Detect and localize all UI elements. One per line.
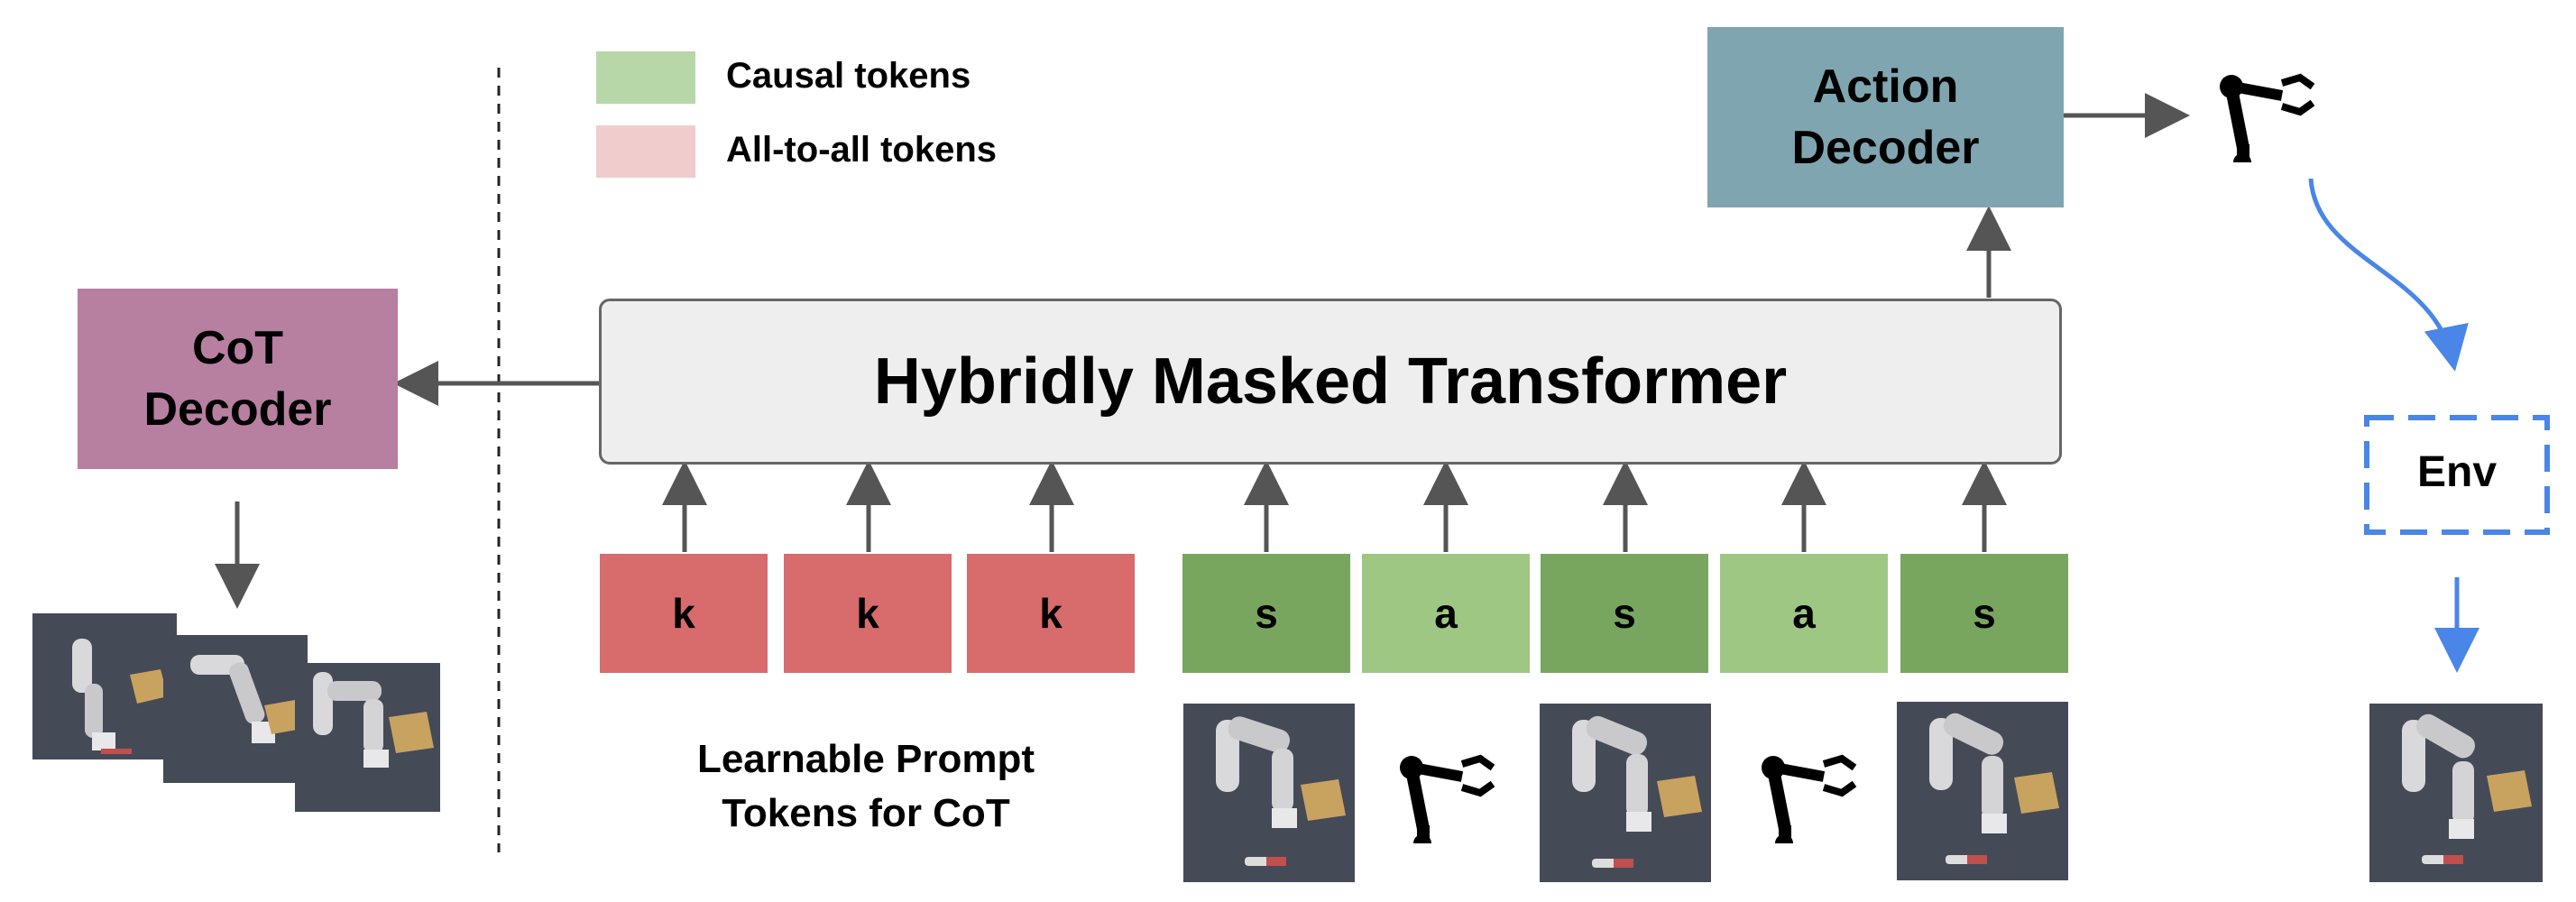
robot-scene-image (313, 672, 434, 768)
cot-decoder-line1: CoT (191, 322, 284, 374)
state-image-2 (1540, 704, 1711, 882)
state-token-3: s (1900, 554, 2068, 673)
env-observation-image (2369, 704, 2543, 882)
robot-scene-image (1216, 716, 1346, 866)
cot-image-3 (295, 663, 440, 812)
legend-causal-label: Causal tokens (726, 56, 971, 96)
prompt-token-3: k (967, 554, 1135, 673)
hybrid-transformer-box: Hybridly Masked Transformer (599, 299, 2062, 465)
robot-scene-image (2402, 713, 2532, 864)
action-decoder-line2: Decoder (1791, 122, 1980, 174)
state-token-2: s (1541, 554, 1708, 673)
action-decoder-box: Action Decoder (1707, 27, 2064, 207)
robot-scene-image (190, 655, 302, 743)
cot-decoder-line2: Decoder (143, 383, 332, 436)
caption-line2: Tokens for CoT (722, 791, 1010, 835)
transformer-label: Hybridly Masked Transformer (873, 345, 1788, 418)
state-token-1: s (1182, 554, 1350, 673)
robot-arm-icon (1755, 746, 1863, 851)
robot-arm-icon (1394, 746, 1502, 851)
robot-scene-image (1929, 713, 2059, 864)
action-token-2: a (1720, 554, 1888, 673)
robot-arm-icon (2213, 65, 2322, 170)
env-box (2364, 415, 2550, 535)
prompt-token-2: k (784, 554, 952, 673)
legend-causal-swatch (596, 51, 695, 104)
state-image-3 (1897, 702, 2068, 880)
robot-scene-image (72, 639, 168, 754)
prompt-tokens-caption: Learnable Prompt Tokens for CoT (631, 732, 1100, 841)
action-token-1: a (1362, 554, 1530, 673)
legend-all-to-all-swatch (596, 125, 695, 178)
robot-scene-image (1572, 715, 1702, 868)
caption-line1: Learnable Prompt (696, 737, 1035, 781)
arrow-robot-to-env (2308, 178, 2469, 372)
cot-image-2 (163, 635, 308, 783)
cot-image-1 (32, 613, 177, 759)
prompt-token-1: k (600, 554, 768, 673)
action-decoder-line1: Action (1812, 60, 1959, 113)
state-image-1 (1183, 704, 1355, 882)
cot-decoder-box: CoT Decoder (78, 289, 398, 469)
env-label: Env (2416, 448, 2498, 496)
legend-all-to-all-label: All-to-all tokens (726, 130, 998, 170)
